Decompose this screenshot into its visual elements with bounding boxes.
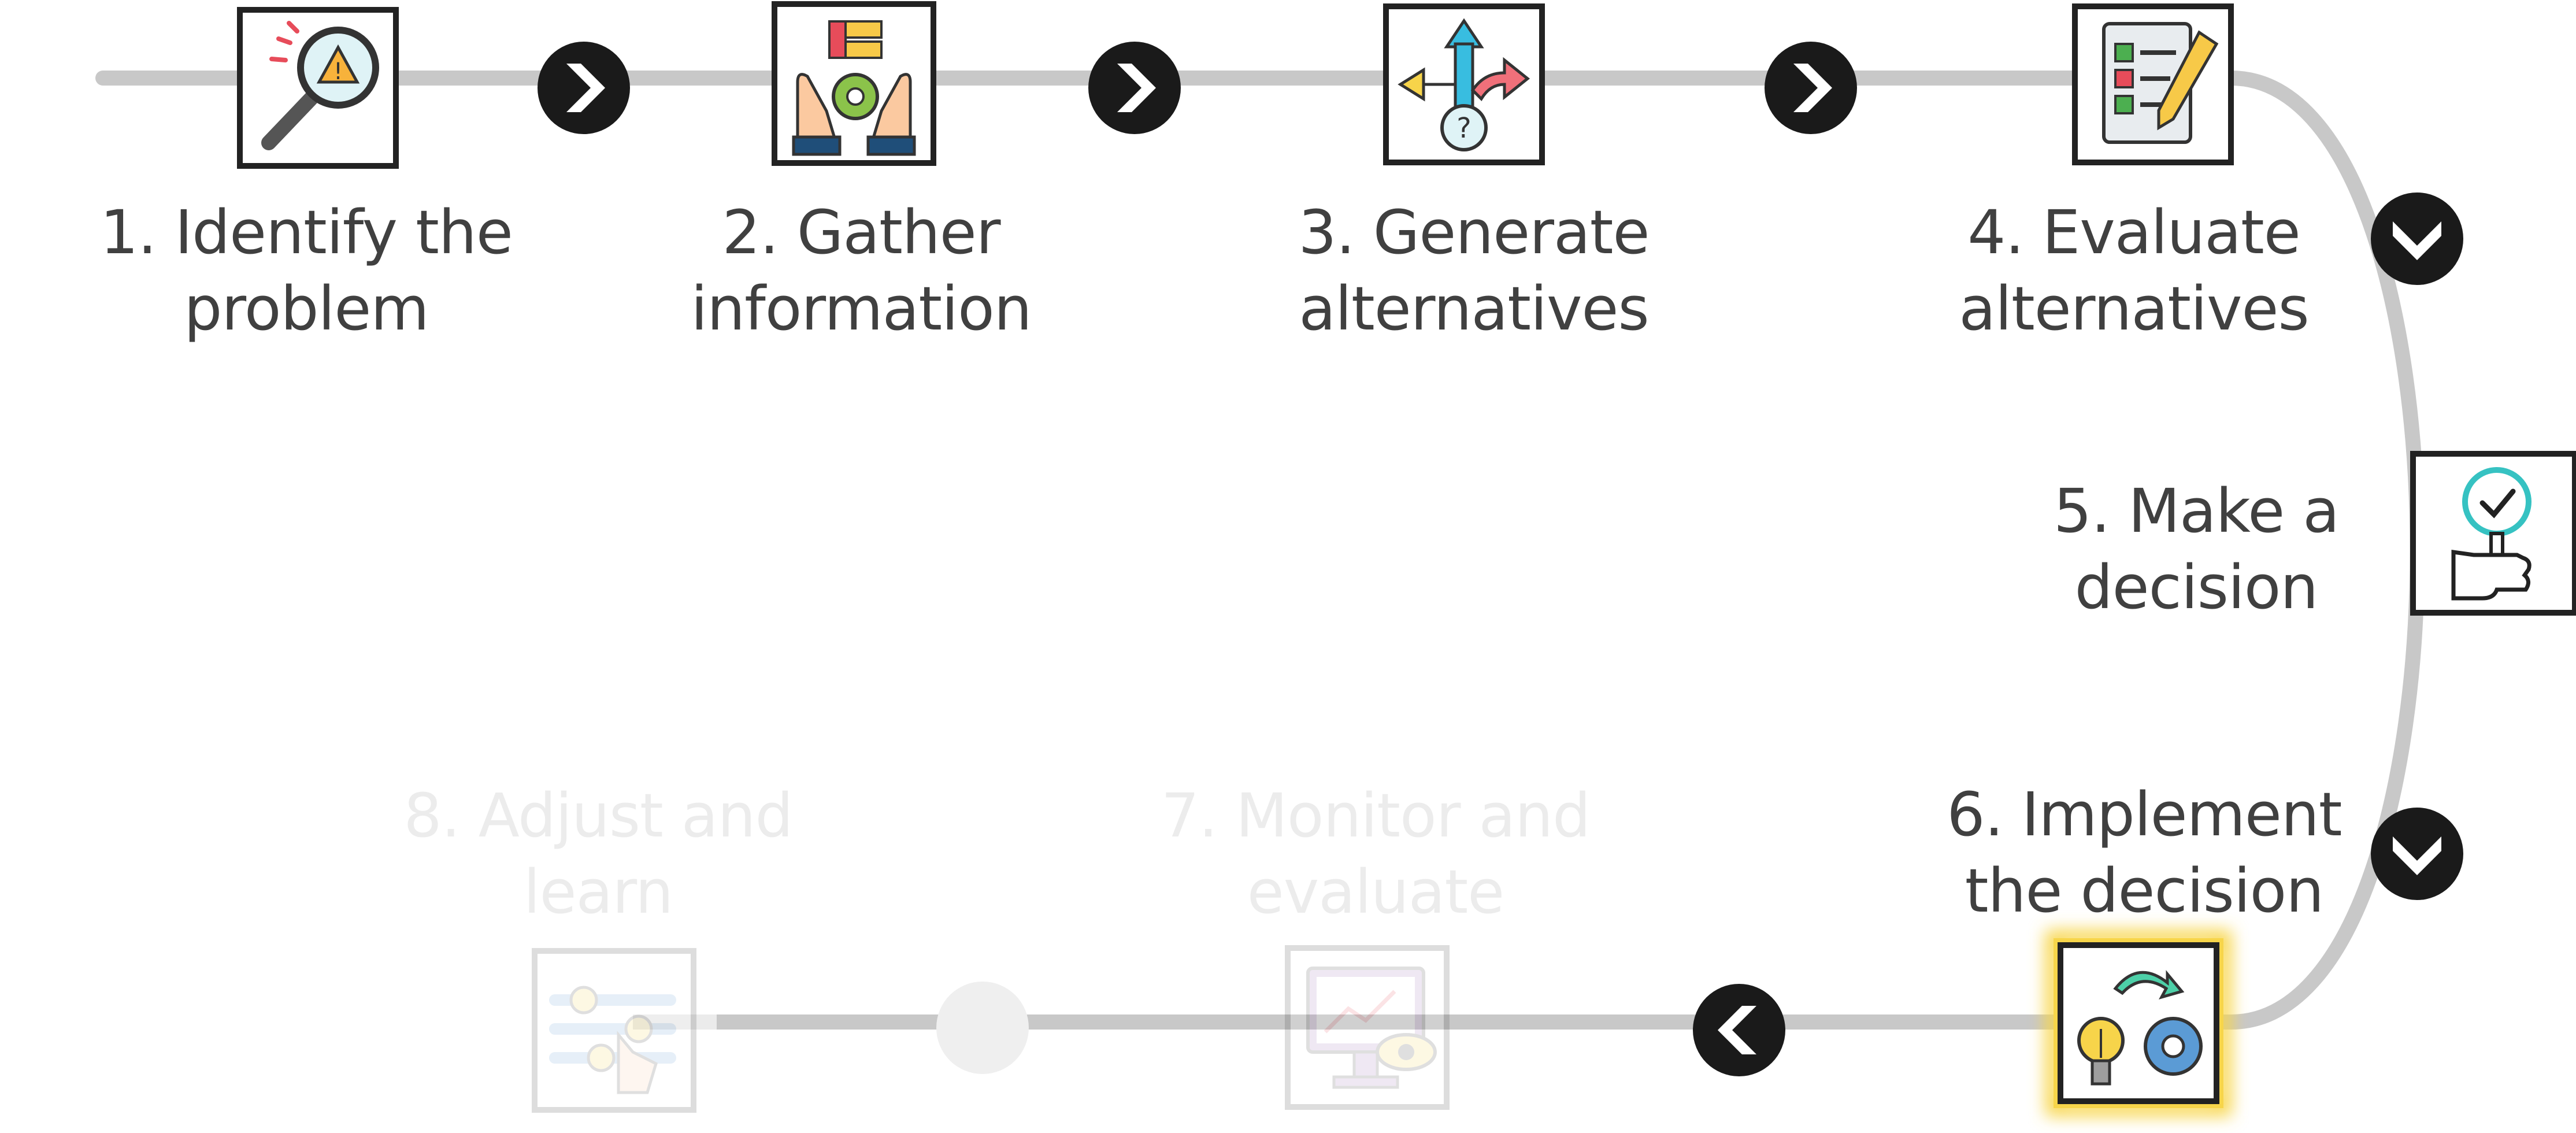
step-5-label: 5. Make a decision bbox=[1954, 473, 2439, 625]
magnifier-warning-icon: ! bbox=[261, 21, 379, 150]
current-step-glow bbox=[2045, 930, 2232, 1116]
crossroads-arrows-question-icon: ? bbox=[1398, 18, 1530, 151]
chevron-placeholder-faded bbox=[936, 982, 1029, 1074]
sliders-hand-icon bbox=[549, 986, 676, 1094]
chevron-down-icon bbox=[2371, 808, 2463, 900]
checklist-pencil-icon bbox=[2102, 22, 2219, 144]
step-7-label: 7. Monitor and evaluate bbox=[1133, 777, 1618, 930]
chevron-right-icon bbox=[538, 42, 630, 134]
monitor-chart-eye-icon bbox=[1306, 967, 1437, 1089]
step-6-label: 6. Implement the decision bbox=[1902, 776, 2387, 929]
hand-checkmark-sign-icon bbox=[2451, 467, 2531, 601]
step-3-icon: ? bbox=[1383, 3, 1545, 165]
step-7-label-line1: 7. Monitor and bbox=[1161, 780, 1591, 851]
step-3-label-line1: 3. Generate bbox=[1298, 197, 1650, 268]
step-4-label-line2: alternatives bbox=[1959, 273, 2309, 344]
step-8-icon bbox=[532, 948, 696, 1113]
step-1-label-line2: problem bbox=[184, 273, 429, 344]
chevron-down-icon bbox=[2371, 192, 2463, 285]
step-5-label-line1: 5. Make a bbox=[2053, 476, 2340, 546]
step-4-label: 4. Evaluate alternatives bbox=[1891, 194, 2377, 347]
step-7-label-line2: evaluate bbox=[1247, 857, 1505, 927]
step-1-label: 1. Identify the problem bbox=[64, 194, 549, 347]
step-6-icon bbox=[2045, 930, 2232, 1116]
step-8-label-line2: learn bbox=[523, 857, 673, 927]
step-3-label: 3. Generate alternatives bbox=[1231, 194, 1717, 347]
step-5-label-line2: decision bbox=[2074, 552, 2319, 623]
step-1-icon: ! bbox=[237, 7, 399, 169]
chevron-left-icon bbox=[1693, 984, 1785, 1076]
step-4-label-line1: 4. Evaluate bbox=[1967, 197, 2301, 268]
step-6-label-line2: the decision bbox=[1965, 856, 2324, 926]
step-6-label-line1: 6. Implement bbox=[1947, 779, 2342, 850]
chevron-right-icon bbox=[1765, 42, 1857, 134]
step-5-icon bbox=[2410, 451, 2576, 616]
svg-text:!: ! bbox=[333, 58, 343, 85]
step-8-label: 8. Adjust and learn bbox=[355, 777, 841, 930]
step-2-icon bbox=[772, 1, 936, 166]
step-7-icon bbox=[1285, 945, 1450, 1110]
step-8-label-line1: 8. Adjust and bbox=[403, 780, 793, 851]
step-2-label: 2. Gather information bbox=[618, 194, 1104, 347]
step-4-icon bbox=[2072, 3, 2234, 165]
step-2-label-line1: 2. Gather bbox=[722, 197, 1000, 268]
hands-gear-info-icon bbox=[792, 20, 916, 156]
svg-text:?: ? bbox=[1456, 112, 1471, 145]
step-3-label-line2: alternatives bbox=[1299, 273, 1649, 344]
step-2-label-line2: information bbox=[691, 273, 1032, 344]
lightbulb-gear-arrow-icon bbox=[2077, 970, 2203, 1086]
chevron-right-icon bbox=[1088, 42, 1181, 134]
step-1-label-line1: 1. Identify the bbox=[100, 197, 513, 268]
